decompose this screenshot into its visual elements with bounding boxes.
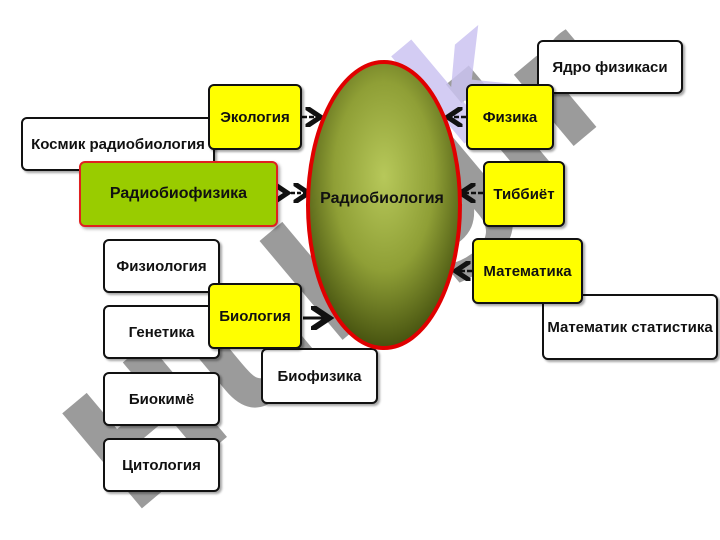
node-radiobiofizika: Радиобиофизика bbox=[79, 161, 278, 227]
center-label: Радиобиология bbox=[320, 190, 444, 207]
node-biologiya: Биология bbox=[208, 283, 302, 349]
node-yadro-fizikasi: Ядро физикаси bbox=[537, 40, 683, 94]
node-genetika: Генетика bbox=[103, 305, 220, 359]
node-matematik-statistika: Математик статистика bbox=[542, 294, 718, 360]
node-tibbiyot: Тиббиёт bbox=[483, 161, 565, 227]
node-fiziologiya: Физиология bbox=[103, 239, 220, 293]
node-ekologiya: Экология bbox=[208, 84, 302, 150]
node-sitologiya: Цитология bbox=[103, 438, 220, 492]
node-matematika: Математика bbox=[472, 238, 583, 304]
node-fizika: Физика bbox=[466, 84, 554, 150]
node-biofizika: Биофизика bbox=[261, 348, 378, 404]
node-biokime: Биокимё bbox=[103, 372, 220, 426]
